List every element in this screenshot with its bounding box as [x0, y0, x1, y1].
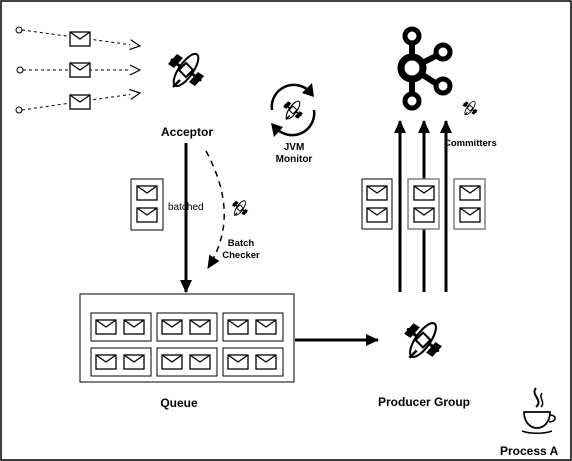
- queue-slot: [156, 347, 218, 377]
- batch-checker-label-line1: Batch: [228, 238, 255, 249]
- committers-satellite-icon: [461, 99, 479, 117]
- batch-checker-satellite-icon: [231, 198, 249, 218]
- batch-checker-arrow: [205, 150, 225, 269]
- inflight-batch-1: [361, 178, 393, 230]
- batch-checker-label-line2: Checker: [222, 250, 260, 261]
- envelope-icon: [69, 62, 91, 78]
- jvm-monitor-label-line1: JVM: [284, 142, 305, 153]
- acceptor-satellite-icon: [166, 48, 206, 92]
- batched-label: batched: [168, 202, 204, 213]
- producer-group-satellite-icon: [402, 317, 444, 363]
- committers-label: Committers: [444, 138, 497, 149]
- jvm-monitor-refresh-cycle-icon: [270, 83, 316, 137]
- incoming-message-2: [16, 62, 140, 78]
- envelope-icon: [69, 94, 91, 110]
- jvm-monitor-satellite-icon: [282, 98, 304, 122]
- batched-messages: [130, 178, 164, 231]
- queue-slot: [222, 347, 284, 377]
- envelope-icon: [69, 31, 91, 47]
- queue-slot: [90, 312, 152, 342]
- queue-slot: [222, 312, 284, 342]
- acceptor-label: Acceptor: [161, 125, 213, 139]
- producer-group-label: Producer Group: [378, 395, 470, 409]
- jvm-monitor-label-line2: Monitor: [276, 154, 313, 165]
- incoming-message-1: [15, 26, 140, 47]
- java-cup-icon: [521, 387, 556, 434]
- process-label: Process A: [500, 444, 559, 458]
- queue-label: Queue: [160, 396, 198, 410]
- inflight-batch-2: [407, 178, 440, 230]
- queue-box: [79, 293, 295, 383]
- envelope-icon: [136, 207, 158, 223]
- incoming-message-3: [15, 93, 140, 114]
- queue-slot: [156, 312, 218, 342]
- inflight-batch-3: [453, 178, 486, 230]
- envelope-icon: [136, 185, 158, 201]
- queue-slot: [90, 347, 152, 377]
- kafka-logo-icon: [397, 26, 453, 111]
